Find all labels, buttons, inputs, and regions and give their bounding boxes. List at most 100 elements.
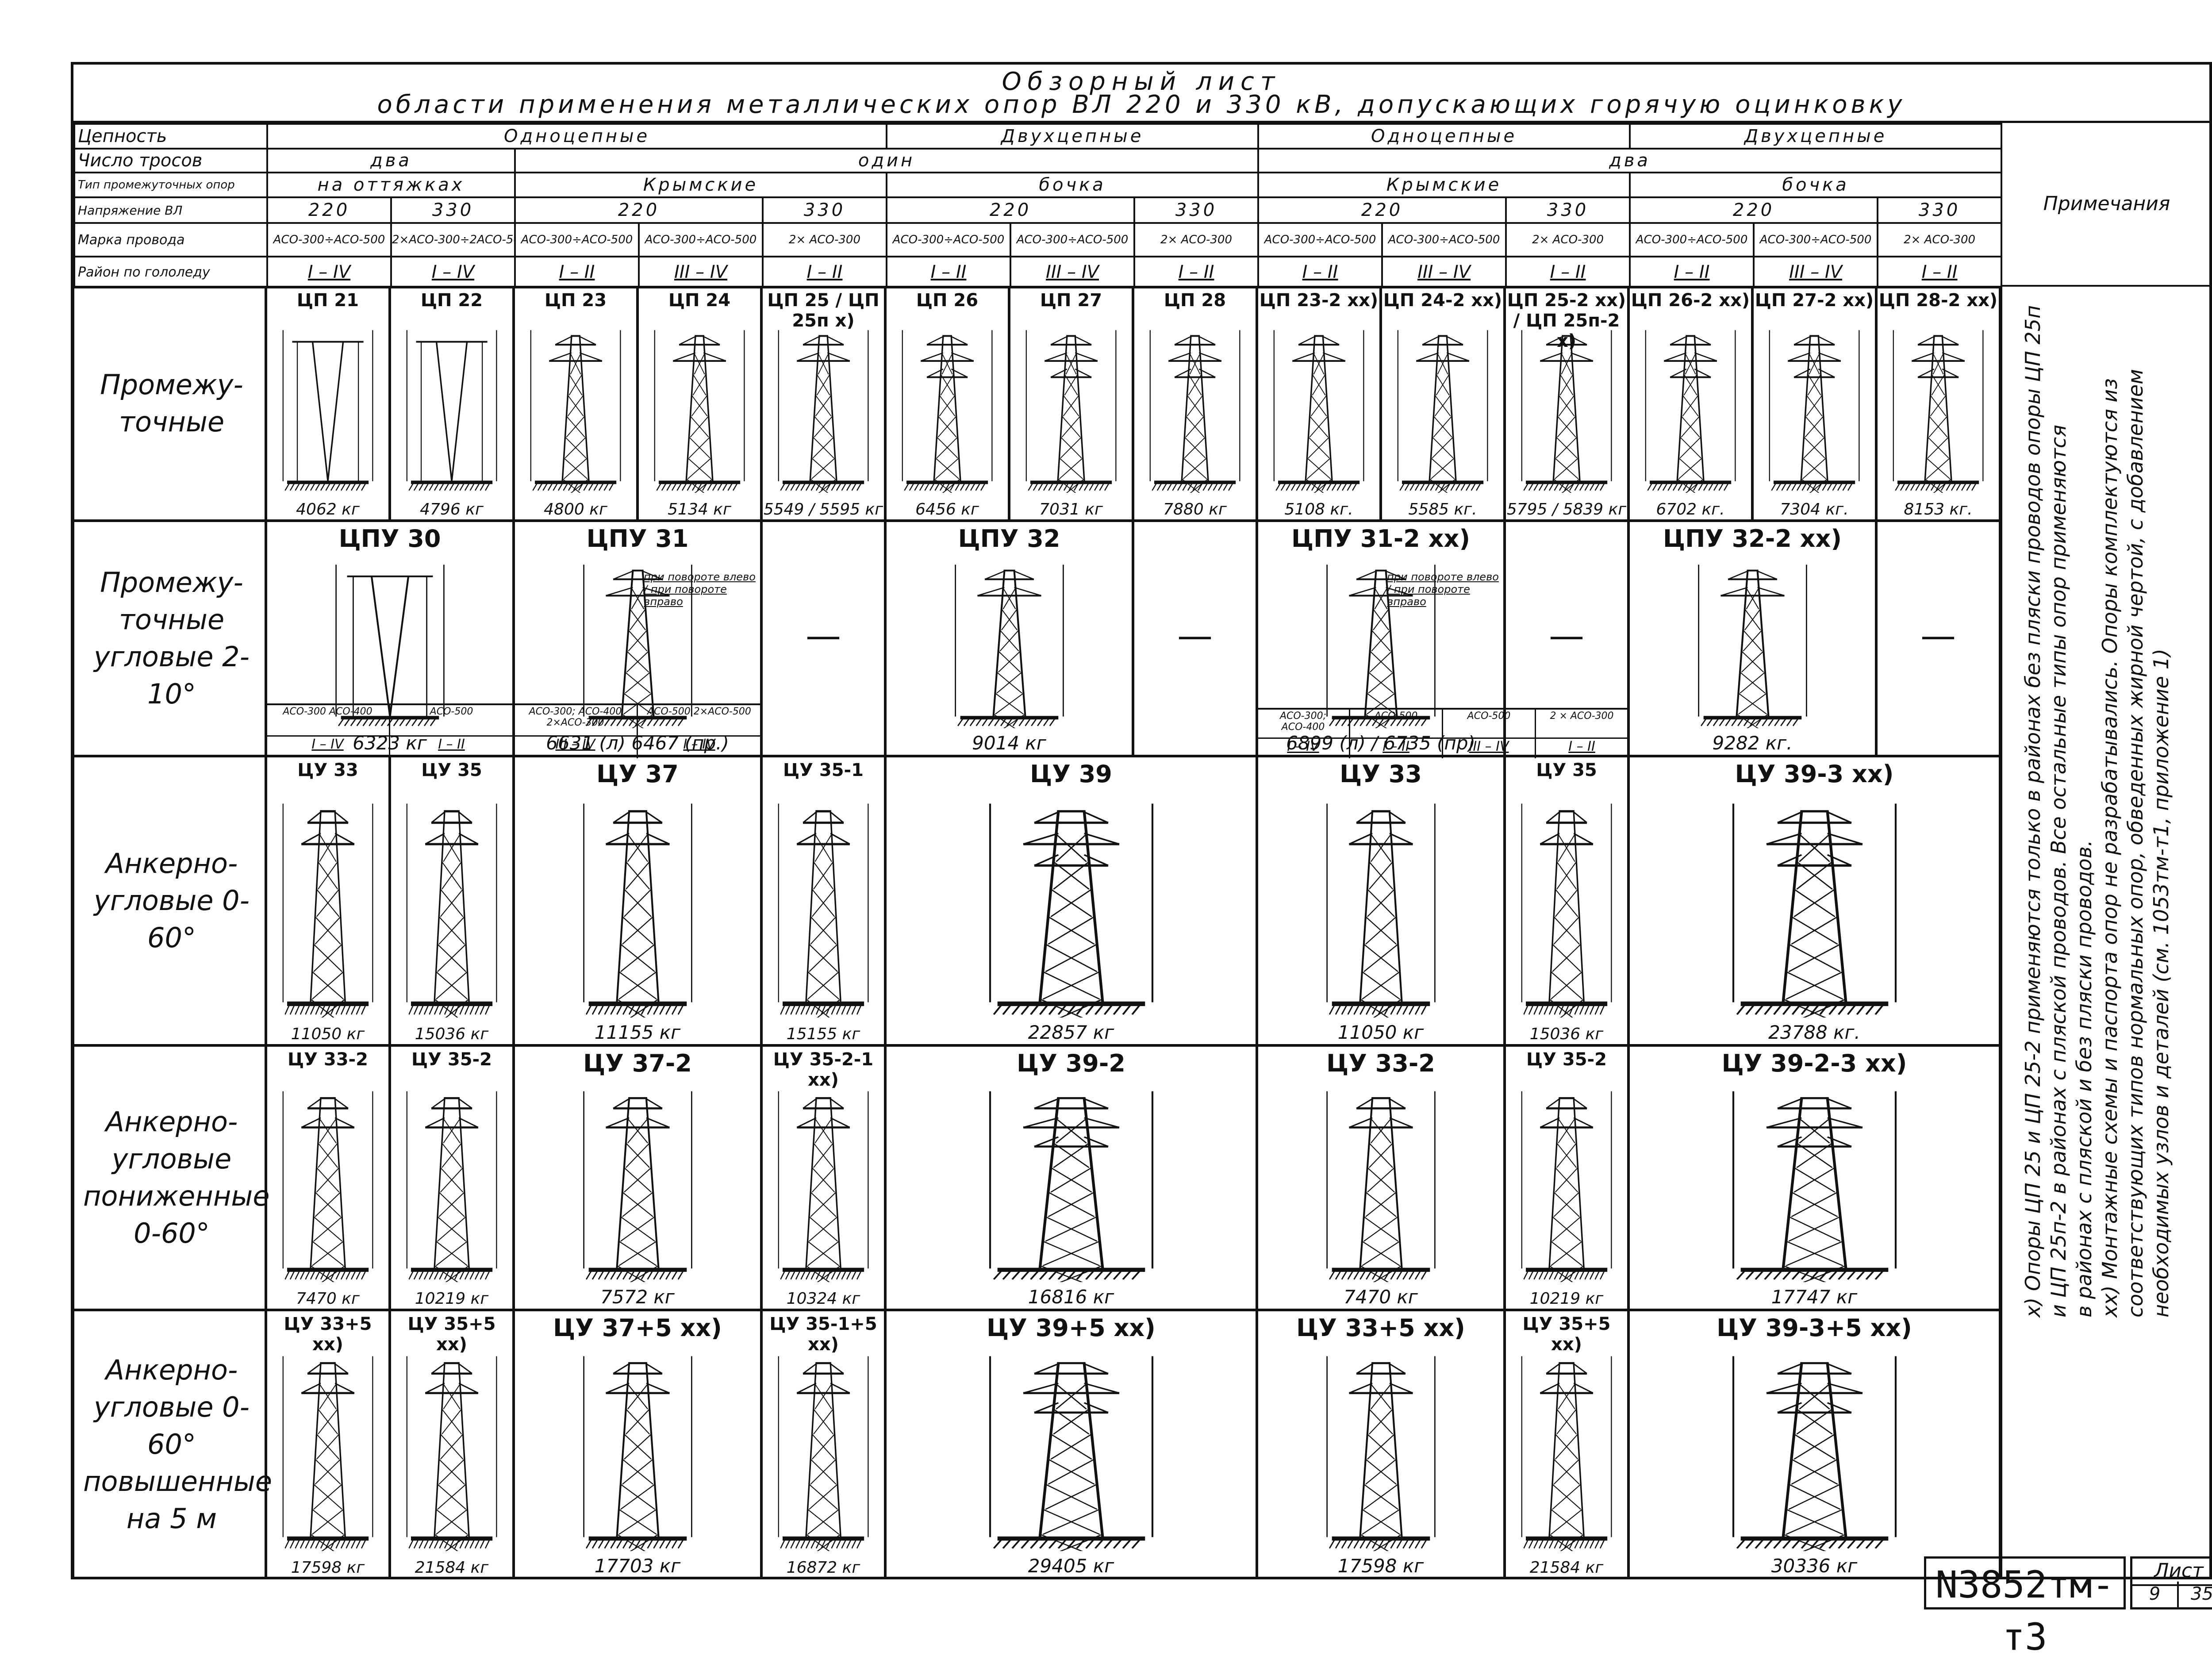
- tower-figure: [1320, 788, 1442, 1027]
- cables-one: один: [514, 148, 1260, 173]
- subtable-ice: I – IV: [266, 737, 390, 758]
- empty-dash: —: [806, 615, 841, 657]
- tower-drawing: [1273, 330, 1364, 500]
- overview-table: Цепность Одноцепные Двухцепные Одноцепны…: [73, 123, 2003, 288]
- ice-cell: I – II: [1257, 256, 1383, 288]
- type-barrel-2: бочка: [1629, 172, 2003, 198]
- sheet-label: Лист: [2132, 1559, 2212, 1586]
- tower-figure: [979, 1342, 1164, 1560]
- tower-cell: ЦП 25-2 хх) / ЦП 25п-2 х)5795 / 5839 кг: [1504, 286, 1629, 521]
- tower-mass: 17598 кг: [1337, 1555, 1424, 1577]
- tower-cell: ЦП 23-2 хх) 5108 кг.: [1256, 286, 1381, 521]
- tower-code: ЦУ 33-2: [1326, 1049, 1435, 1077]
- tower-code: ЦП 26: [916, 290, 979, 311]
- tower-drawing: [335, 565, 445, 726]
- drawing-sheet: Обзорный лист области применения металли…: [71, 62, 2212, 1579]
- type-barrel-1: бочка: [886, 172, 1260, 198]
- tower-code: ЦПУ 31-2 хх): [1291, 525, 1470, 553]
- tower-code: ЦУ 35+5 хх): [407, 1314, 496, 1355]
- ice-cell: I – II: [1505, 256, 1631, 288]
- wire-cell: АСО-300÷АСО-500: [1753, 222, 1879, 257]
- tower-figure: [948, 553, 1071, 736]
- tower-mass: 15036 кг: [415, 1025, 489, 1043]
- tower-code: ЦП 28: [1164, 290, 1226, 311]
- tower-mass: 7572 кг: [600, 1286, 675, 1308]
- tower-code: ЦУ 33+5 хх): [1296, 1314, 1465, 1342]
- section-label-cell: Промежу-точные угловые 2-10°: [73, 520, 266, 757]
- tower-code: ЦУ 33: [297, 760, 358, 780]
- ice-cell: I – IV: [390, 256, 516, 288]
- subtable-wire: АСО-500 2×АСО-500: [638, 705, 762, 737]
- tower-mass: 5108 кг.: [1284, 500, 1353, 518]
- tower-figure: [576, 1078, 699, 1291]
- tower-cell: ЦУ 35-2-1 хх)10324 кг: [761, 1045, 886, 1310]
- tower-figure: [1268, 319, 1370, 500]
- tower-figure: [772, 788, 874, 1027]
- tower-code: ЦУ 35-2: [1526, 1049, 1607, 1070]
- tower-mass: 17598 кг: [291, 1559, 365, 1577]
- tower-figure: [896, 319, 998, 500]
- wire-cell: 2× АСО-300: [1505, 222, 1631, 257]
- subtable-ice: I – IV: [1257, 739, 1350, 758]
- tower-code: ЦУ 35-1+5 хх): [769, 1314, 877, 1355]
- empty-dash: —: [1177, 615, 1213, 657]
- tower-figure: [401, 788, 503, 1027]
- tower-code: ЦП 23-2 хх): [1259, 290, 1379, 311]
- tower-drawing: [282, 803, 373, 1027]
- tower-mass: 11050 кг: [1337, 1022, 1424, 1043]
- empty-dash: —: [1920, 615, 1956, 657]
- ice-cell: I – IV: [266, 256, 392, 288]
- sheet-number: 9: [2132, 1582, 2179, 1607]
- tower-mass: 7304 кг.: [1780, 500, 1849, 518]
- tower-cell: ЦУ 37+5 хх)17703 кг: [513, 1310, 762, 1579]
- tower-cell: ЦУ 39-3+5 хх)30336 кг: [1628, 1310, 2001, 1579]
- tower-code: ЦУ 33-2: [288, 1049, 368, 1070]
- ice-cell: I – II: [1877, 256, 2003, 288]
- tower-mass: 21584 кг: [415, 1559, 489, 1577]
- tower-drawing: [1326, 1091, 1436, 1291]
- tower-figure: [576, 553, 699, 736]
- empty-dash: —: [1549, 615, 1584, 657]
- ice-cell: I – II: [1629, 256, 1755, 288]
- tower-mass: 29405 кг: [1028, 1555, 1114, 1577]
- tower-drawing: [778, 803, 869, 1027]
- tower-drawing: [1326, 1356, 1436, 1560]
- title-line-2: области применения металлических опор ВЛ…: [377, 90, 1906, 119]
- tower-code: ЦУ 35-2-1 хх): [773, 1049, 874, 1090]
- subtable-ice: I – II: [1350, 739, 1443, 758]
- tower-drawing: [1732, 1091, 1897, 1291]
- tower-drawing: [1326, 565, 1436, 736]
- note-line: в районах с пляской и без пляски проводо…: [2072, 840, 2096, 1317]
- notes-header: Примечания: [2002, 123, 2211, 287]
- tower-mass: 5795 / 5839 кг: [1506, 500, 1627, 518]
- tower-figure: [576, 788, 699, 1027]
- tower-figure: [277, 788, 379, 1027]
- sheet-number-box: Лист 9 35: [2130, 1556, 2212, 1609]
- tower-drawing: [989, 1356, 1153, 1560]
- ice-cell: I – II: [514, 256, 640, 288]
- subtable-wire: АСО-300 АСО-400: [266, 705, 390, 737]
- tower-cell: ЦУ 33+5 хх)17598 кг: [265, 1310, 390, 1579]
- voltage-cell: 330: [1133, 196, 1260, 224]
- tower-figure: [1020, 319, 1122, 500]
- wire-cell: 2×АСО-300÷2АСО-500: [390, 222, 516, 257]
- tower-mass: 7031 кг: [1039, 500, 1103, 518]
- tower-figure: [1722, 1342, 1907, 1560]
- tower-code: ЦУ 35-1: [783, 760, 864, 780]
- subtable-wire: АСО-300; АСО-400: [1257, 710, 1350, 739]
- tower-code: ЦП 21: [296, 290, 359, 311]
- tower-figure: [1320, 1078, 1442, 1291]
- tower-drawing: [282, 330, 373, 491]
- circuit-single-2: Одноцепные: [1257, 123, 1631, 150]
- note-line: и ЦП 25п-2 в районах с пляской проводов.…: [2047, 425, 2070, 1317]
- section-label: Анкерно-угловые 0-60° повышенные на 5 м: [83, 1354, 273, 1535]
